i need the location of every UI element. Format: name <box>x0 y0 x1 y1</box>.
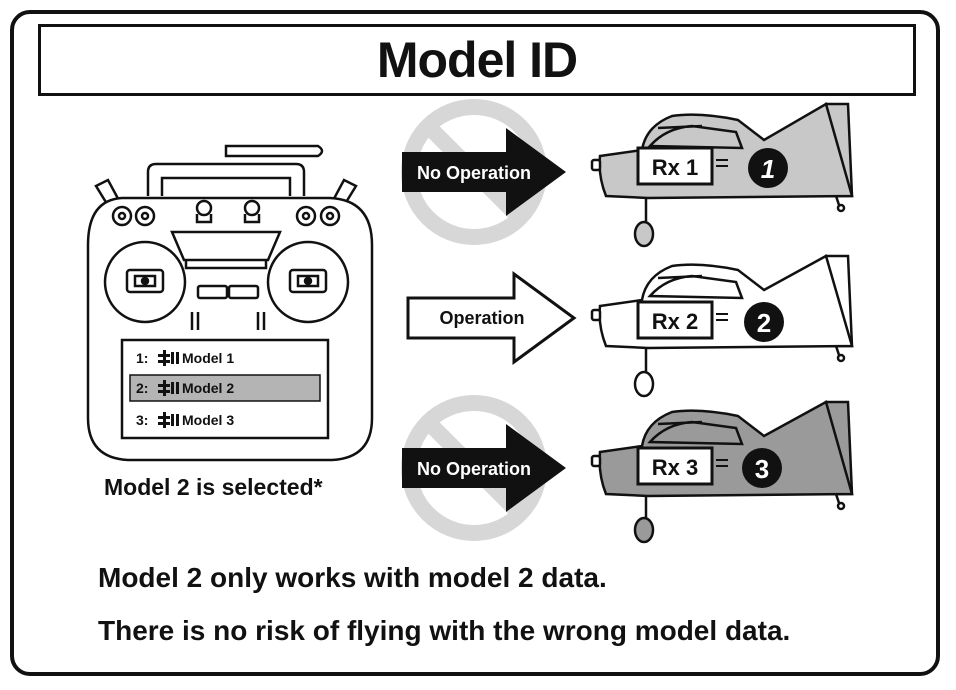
model-row-label: Model 1 <box>182 350 234 366</box>
handle-icon <box>146 162 306 196</box>
knob-icon <box>319 205 341 227</box>
number-badge <box>742 448 782 488</box>
rx-label: Rx 3 <box>652 455 698 480</box>
center-button-icon <box>227 284 260 300</box>
no-operation-arrow-3: No Operation <box>401 395 566 541</box>
knob-icon <box>195 199 213 217</box>
model-row-prefix: 2: <box>136 380 148 396</box>
outer-frame <box>10 10 940 676</box>
footer-line-1: Model 2 only works with model 2 data. <box>98 562 607 593</box>
arrow-right-icon <box>406 271 577 365</box>
wheel-icon <box>633 370 655 398</box>
model-row-label: Model 3 <box>182 412 234 428</box>
plane-icon <box>158 412 179 428</box>
knob-icon <box>134 205 156 227</box>
rx-label: Rx 2 <box>652 309 698 334</box>
center-button-icon <box>196 284 229 300</box>
wheel-icon <box>633 220 655 248</box>
canopy-icon <box>647 274 744 300</box>
arrow-label: No Operation <box>417 459 531 479</box>
model-row-prefix: 3: <box>136 412 148 428</box>
number-badge-text: 1 <box>761 154 775 184</box>
selected-row-highlight <box>129 374 321 402</box>
knob-icon <box>243 199 261 217</box>
title-box: Model ID <box>38 24 916 96</box>
transmitter-caption: Model 2 is selected* <box>104 474 323 500</box>
airplane-rx2: Rx 2 2 <box>590 254 854 398</box>
rx-label-box <box>636 300 714 340</box>
wheel-icon <box>633 516 655 544</box>
right-gimbal-icon <box>266 240 350 324</box>
model-row: 3: Model 3 <box>136 412 234 428</box>
page-title: Model ID <box>376 32 578 88</box>
model-row: 2: Model 2 <box>136 380 234 396</box>
rx-label-box <box>636 446 714 486</box>
model-row-prefix: 1: <box>136 350 148 366</box>
left-gimbal-icon <box>103 240 187 324</box>
canopy-icon <box>647 420 744 446</box>
footer-line-2: There is no risk of flying with the wron… <box>98 615 791 646</box>
model-row-label: Model 2 <box>182 380 234 396</box>
arrow-label: No Operation <box>417 163 531 183</box>
number-badge-text: 2 <box>757 308 771 338</box>
rx-label-box <box>636 146 714 186</box>
operation-arrow: Operation <box>406 271 577 365</box>
arrow-label: Operation <box>439 308 524 328</box>
model-row: 1: Model 1 <box>136 350 234 366</box>
number-badge <box>748 148 788 188</box>
rx-label: Rx 1 <box>652 155 698 180</box>
model-list: 1: Model 1 2: Model 2 3: Model 3 <box>136 350 234 428</box>
airplane-rx1: Rx 1 1 <box>590 102 854 248</box>
knob-icon <box>295 205 317 227</box>
plane-icon <box>158 380 179 396</box>
knob-icon <box>111 205 133 227</box>
number-badge-text: 3 <box>755 454 769 484</box>
antenna-icon <box>224 144 324 158</box>
no-operation-arrow-1: No Operation <box>401 99 566 245</box>
arrow-right-icon <box>402 424 566 512</box>
plane-icon <box>158 350 179 366</box>
number-badge <box>744 302 784 342</box>
airplane-rx3: Rx 3 3 <box>590 400 854 544</box>
canopy-icon <box>647 124 744 150</box>
arrow-right-icon <box>402 128 566 216</box>
